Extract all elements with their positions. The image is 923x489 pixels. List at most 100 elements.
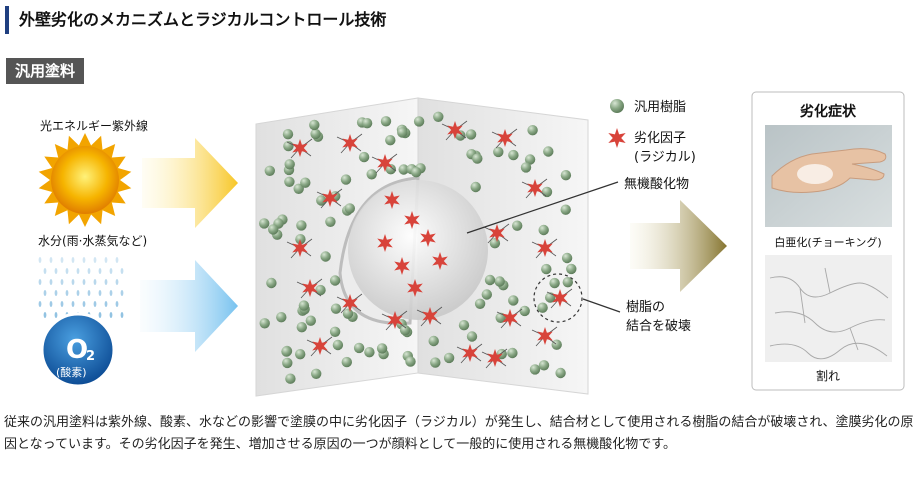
resin-particle (397, 127, 408, 138)
resin-particle (295, 234, 306, 245)
radical-star (537, 327, 553, 345)
resin-particle (399, 325, 411, 336)
radical-star (302, 279, 318, 297)
resin-particle (298, 300, 310, 311)
resin-particle (311, 368, 322, 379)
resin-particle (465, 129, 477, 140)
resin-particle (285, 373, 296, 384)
resin-particle (332, 339, 344, 351)
radical-star (387, 311, 403, 329)
resin-particle (340, 174, 352, 185)
resin-particle (358, 151, 370, 163)
resin-particle (466, 331, 478, 342)
resin-particle (380, 116, 392, 127)
resin-particle (330, 303, 342, 314)
resin-particle (430, 357, 441, 368)
radical-star (422, 307, 438, 325)
resin-particle (428, 335, 439, 347)
resin-particle (266, 277, 277, 289)
radical-star (312, 337, 328, 355)
resin-particle (549, 277, 560, 289)
resin-particle (560, 170, 572, 181)
radical-star (527, 179, 543, 197)
radical-star (502, 309, 518, 327)
oxygen-icon: O 2 (酸素) (40, 312, 116, 388)
resin-particle (538, 224, 549, 236)
break-callout-line1: 樹脂の (626, 300, 665, 315)
radical-star (377, 234, 393, 252)
resin-particle (537, 302, 548, 313)
resin-particle (376, 343, 388, 354)
legend-radical-label: 劣化因子 (634, 131, 686, 146)
resin-particle (508, 149, 519, 161)
resin-particle (527, 125, 538, 136)
svg-text:O: O (66, 335, 88, 365)
pigment-callout-label: 無機酸化物 (624, 177, 689, 192)
resin-particle (329, 326, 341, 337)
resin-particle (295, 349, 306, 360)
coating-film (255, 97, 589, 397)
resin-particle (282, 129, 294, 140)
resin-particle (555, 367, 566, 379)
legend-radical-sub: (ラジカル) (634, 150, 696, 165)
radical-star (407, 279, 423, 297)
resin-particle (366, 169, 377, 180)
resin-particle (493, 146, 504, 158)
degradation-diagram: 光エネルギー紫外線 水分(雨·水蒸気など) O 2 (酸素) 汎用樹脂 劣化因子… (38, 91, 905, 397)
radical-star (537, 239, 553, 257)
radical-star (462, 344, 478, 362)
resin-particle (472, 153, 483, 164)
resin-particle (551, 339, 562, 350)
radical-star (322, 189, 338, 207)
resin-particle (281, 346, 292, 357)
resin-particle (519, 305, 530, 317)
resin-particle (470, 181, 481, 193)
resin-particle (411, 167, 422, 178)
resin-particle (443, 352, 455, 364)
break-highlight (533, 273, 583, 323)
resin-particle (344, 203, 355, 214)
result-arrow (630, 200, 727, 292)
resin-particle (259, 218, 270, 229)
legend: 汎用樹脂 劣化因子 (ラジカル) (608, 99, 696, 165)
resin-particle (561, 252, 573, 264)
crack-label: 割れ (816, 368, 840, 383)
uv-arrow (142, 138, 238, 228)
resin-particle (284, 159, 295, 170)
sun-icon (38, 133, 132, 227)
radical-star (487, 349, 503, 367)
radical-star (552, 289, 568, 307)
radical-star (384, 191, 400, 209)
resin-particle (385, 135, 396, 146)
resin-particle (484, 274, 496, 286)
resin-particle (508, 295, 519, 306)
resin-particle (364, 347, 375, 358)
resin-particle (481, 289, 492, 300)
resin-particle (296, 220, 307, 231)
resin-particle (268, 224, 279, 235)
resin-particle (276, 312, 287, 323)
break-callout-line2: 結合を破壊 (626, 319, 691, 334)
radical-star (420, 229, 436, 247)
radical-star (497, 129, 513, 147)
resin-particle (474, 298, 486, 309)
radical-star (447, 121, 463, 139)
radical-star (342, 134, 358, 152)
resin-particle (341, 356, 352, 368)
resin-particle (458, 320, 470, 331)
resin-particle (520, 162, 532, 173)
resin-particle (543, 146, 554, 157)
rain-icon (38, 257, 124, 318)
symptoms-panel: 劣化症状 白亜化(チョーキング) 割れ (751, 91, 905, 391)
resin-particle (541, 186, 553, 198)
uv-label: 光エネルギー紫外線 (40, 118, 148, 133)
page-title: 外壁劣化のメカニズムとラジカルコントロール技術 (5, 6, 386, 34)
resin-particle (512, 220, 523, 231)
resin-particle (284, 176, 295, 187)
resin-particle (282, 357, 293, 369)
resin-particle (329, 275, 341, 286)
pigment-particle (348, 180, 488, 320)
resin-particle (309, 119, 320, 131)
pigment-callout-line (466, 181, 619, 234)
resin-particle (507, 347, 518, 359)
